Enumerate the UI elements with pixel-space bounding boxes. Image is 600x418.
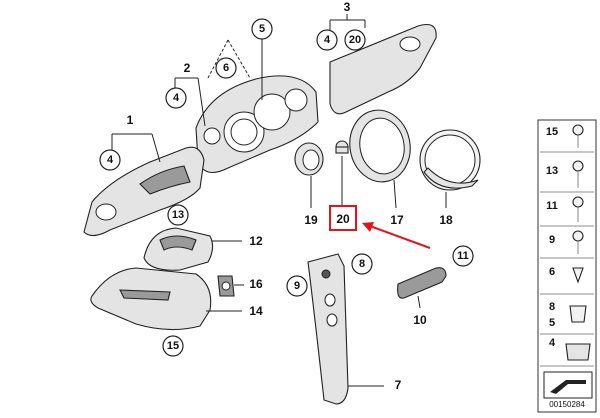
callout-18: 18 [439,213,453,227]
part-5-cluster [195,75,319,174]
callout-20-top: 20 [349,34,361,46]
part-3-trim [329,23,437,115]
side-panel: 15 13 11 9 6 8 5 4 00150284 [537,119,597,413]
callout-2: 2 [184,61,191,75]
callout-20: 20 [336,212,350,226]
callout-12: 12 [249,234,263,248]
part-10-handle [397,267,447,299]
highlight-box [329,205,357,231]
callout-4b: 4 [173,92,180,104]
highlight-arrow [362,222,431,249]
callout-16: 16 [249,277,263,291]
side-item-4: 4 [549,337,556,349]
callout-11: 11 [457,250,469,262]
side-item-11: 11 [546,200,558,212]
callout-19: 19 [304,213,318,227]
side-item-5: 5 [549,317,555,329]
side-item-15: 15 [546,126,558,138]
callout-9: 9 [294,280,300,292]
callout-4c: 4 [324,34,331,46]
callout-3: 3 [344,0,351,14]
callout-7: 7 [395,378,402,392]
side-item-9: 9 [549,234,555,246]
callout-4a: 4 [107,154,114,166]
parts-icon [550,380,586,394]
callout-13: 13 [172,209,184,221]
part-14-shroud-bottom [90,267,212,331]
callout-6: 6 [223,62,229,74]
side-item-8: 8 [549,301,555,313]
part-1-trim [83,146,205,237]
part-7-pillar [307,253,349,405]
callout-14: 14 [249,304,263,318]
callout-10: 10 [413,313,427,327]
callout-17: 17 [390,213,404,227]
side-item-13: 13 [546,165,558,177]
part-17-ring [349,109,411,183]
part-18-ring [419,129,481,191]
part-19-ring [294,142,324,176]
side-item-6: 6 [549,266,555,278]
part-20-knob [335,140,349,154]
callout-1: 1 [127,113,134,127]
callout-15: 15 [167,340,179,352]
callout-5: 5 [259,23,265,35]
part-16-clip [217,275,235,297]
reference-number: 00150284 [549,400,585,409]
callout-8: 8 [359,258,365,270]
part-12-shroud-top [143,227,214,271]
